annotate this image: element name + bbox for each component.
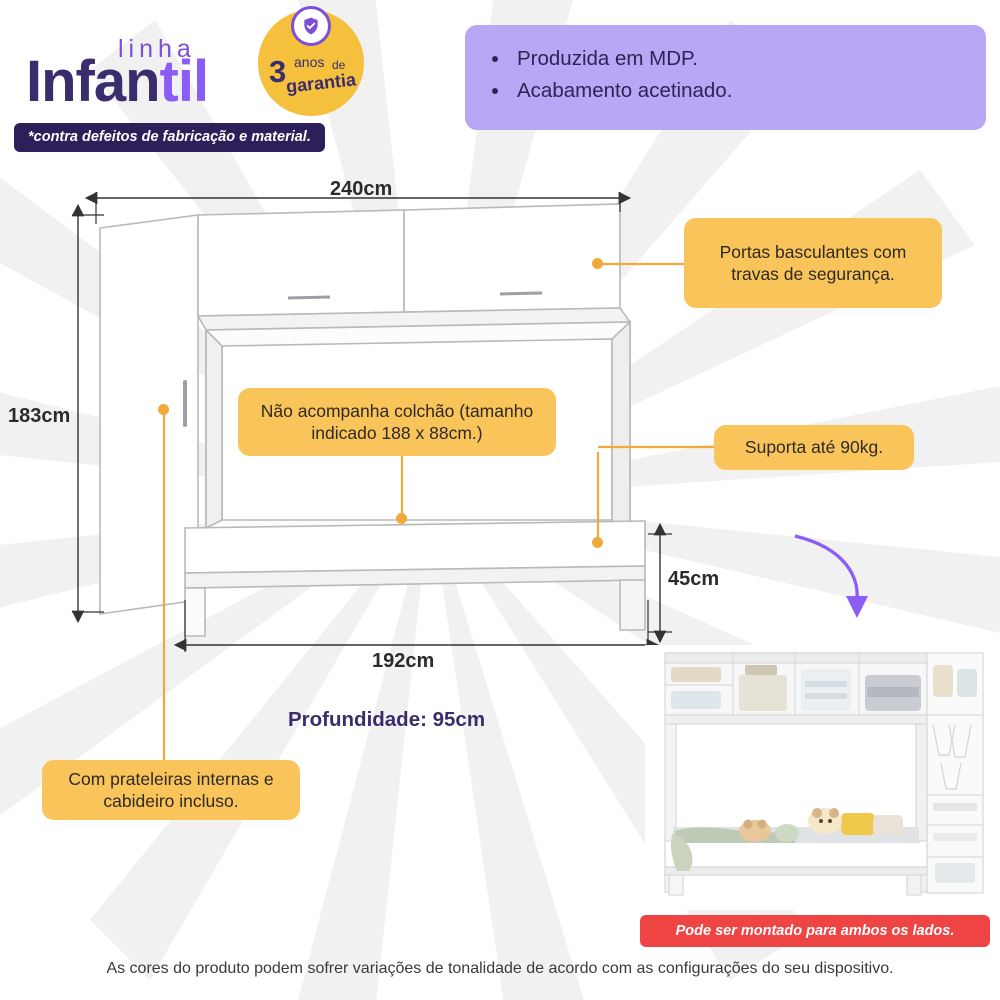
callout-portas-basculantes: Portas basculantes com travas de seguran… [684,218,942,308]
guarantee-years: 3 [269,54,287,89]
depth-label: Profundidade: 95cm [288,708,486,731]
dimension-width-top: 240cm [330,178,393,200]
callout-prateleiras-cabideiro: Com prateleiras internas e cabideiro inc… [42,760,300,820]
footer-note: As cores do produto podem sofrer variaçõ… [106,960,894,977]
dimension-height-right: 45cm [668,568,720,590]
dimension-height-left: 183cm [8,405,71,427]
callout-dot-prateleiras [158,404,169,415]
callout-nao-acompanha-colchao: Não acompanha colchão (tamanho indicado … [238,388,556,456]
product-photo [645,645,990,910]
dimension-width-bottom: 192cm [372,650,435,672]
disclaimer-pill: *contra defeitos de fabricação e materia… [14,123,325,152]
features-box: Produzida em MDP. Acabamento acetinado. [465,25,986,130]
photo-caption-pill: Pode ser montado para ambos os lados. [640,915,990,947]
callout-dot-suporta [592,537,603,548]
guarantee-badge: 3 anos de garantia [258,6,364,116]
callout-suporta-90kg: Suporta até 90kg. [714,425,914,470]
check-shield-icon [291,6,331,46]
logo-infantil-text: Infantil [26,49,209,114]
guarantee-anos-label: anos [294,54,325,70]
logo-linha-text: linha [118,35,196,63]
feature-item-2: Acabamento acetinado. [511,75,986,107]
guarantee-de-label: de [332,58,346,72]
callout-dot-colchao [396,513,407,524]
feature-item-1: Produzida em MDP. [511,43,986,75]
callout-dot-portas [592,258,603,269]
